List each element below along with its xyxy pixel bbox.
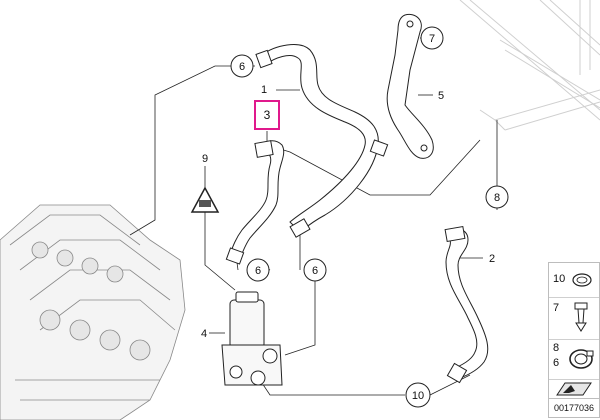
hose-clip-icon bbox=[569, 349, 594, 369]
callout-8: 8 bbox=[485, 185, 509, 209]
svg-text:10: 10 bbox=[412, 390, 424, 402]
direction-arrow-icon bbox=[556, 382, 592, 396]
legend-row-clamp: 10 bbox=[549, 263, 599, 298]
legend-num-7: 7 bbox=[553, 302, 560, 314]
legend-num-8: 8 bbox=[553, 342, 560, 354]
callout-10: 10 bbox=[405, 382, 431, 408]
legend-num-10: 10 bbox=[553, 273, 566, 285]
parts-legend: 10 7 8 6 bbox=[548, 262, 600, 400]
callout-6-top: 6 bbox=[230, 54, 254, 78]
callout-9: 9 bbox=[202, 153, 208, 165]
svg-text:7: 7 bbox=[429, 33, 435, 45]
legend-num-6: 6 bbox=[553, 357, 560, 369]
svg-text:1: 1 bbox=[261, 84, 267, 96]
hose-clamps bbox=[225, 218, 311, 265]
callout-3-highlighted[interactable]: 3 bbox=[254, 100, 280, 130]
svg-text:6: 6 bbox=[255, 265, 261, 277]
svg-text:4: 4 bbox=[201, 328, 207, 340]
background-frame bbox=[459, 0, 600, 131]
callout-1: 1 bbox=[261, 84, 267, 96]
engine-block bbox=[0, 204, 186, 420]
svg-text:6: 6 bbox=[239, 61, 245, 73]
callout-6-right: 6 bbox=[303, 258, 327, 282]
bracket-5 bbox=[386, 13, 434, 159]
callout-3-label: 3 bbox=[263, 108, 271, 122]
clamp-icon bbox=[572, 273, 592, 287]
warning-triangle-icon bbox=[190, 186, 220, 213]
legend-row-rivet: 7 bbox=[549, 297, 599, 340]
svg-text:6: 6 bbox=[312, 265, 318, 277]
svg-text:5: 5 bbox=[438, 90, 444, 102]
callout-6-left: 6 bbox=[246, 258, 270, 282]
reference-number-text: 00177036 bbox=[553, 403, 595, 413]
callout-2: 2 bbox=[489, 253, 495, 265]
hose-3 bbox=[229, 140, 285, 259]
svg-text:8: 8 bbox=[494, 192, 500, 204]
reference-number: 00177036 bbox=[548, 398, 600, 418]
callout-4: 4 bbox=[201, 328, 207, 340]
rivet-icon bbox=[574, 302, 588, 332]
svg-text:2: 2 bbox=[489, 253, 495, 265]
legend-row-hose-clip: 8 6 bbox=[549, 339, 599, 380]
hose-2 bbox=[444, 225, 489, 384]
callout-7: 7 bbox=[420, 26, 444, 50]
legend-row-direction bbox=[549, 379, 599, 399]
auxiliary-pump bbox=[221, 291, 283, 386]
callout-5: 5 bbox=[438, 90, 444, 102]
svg-text:9: 9 bbox=[202, 153, 208, 165]
